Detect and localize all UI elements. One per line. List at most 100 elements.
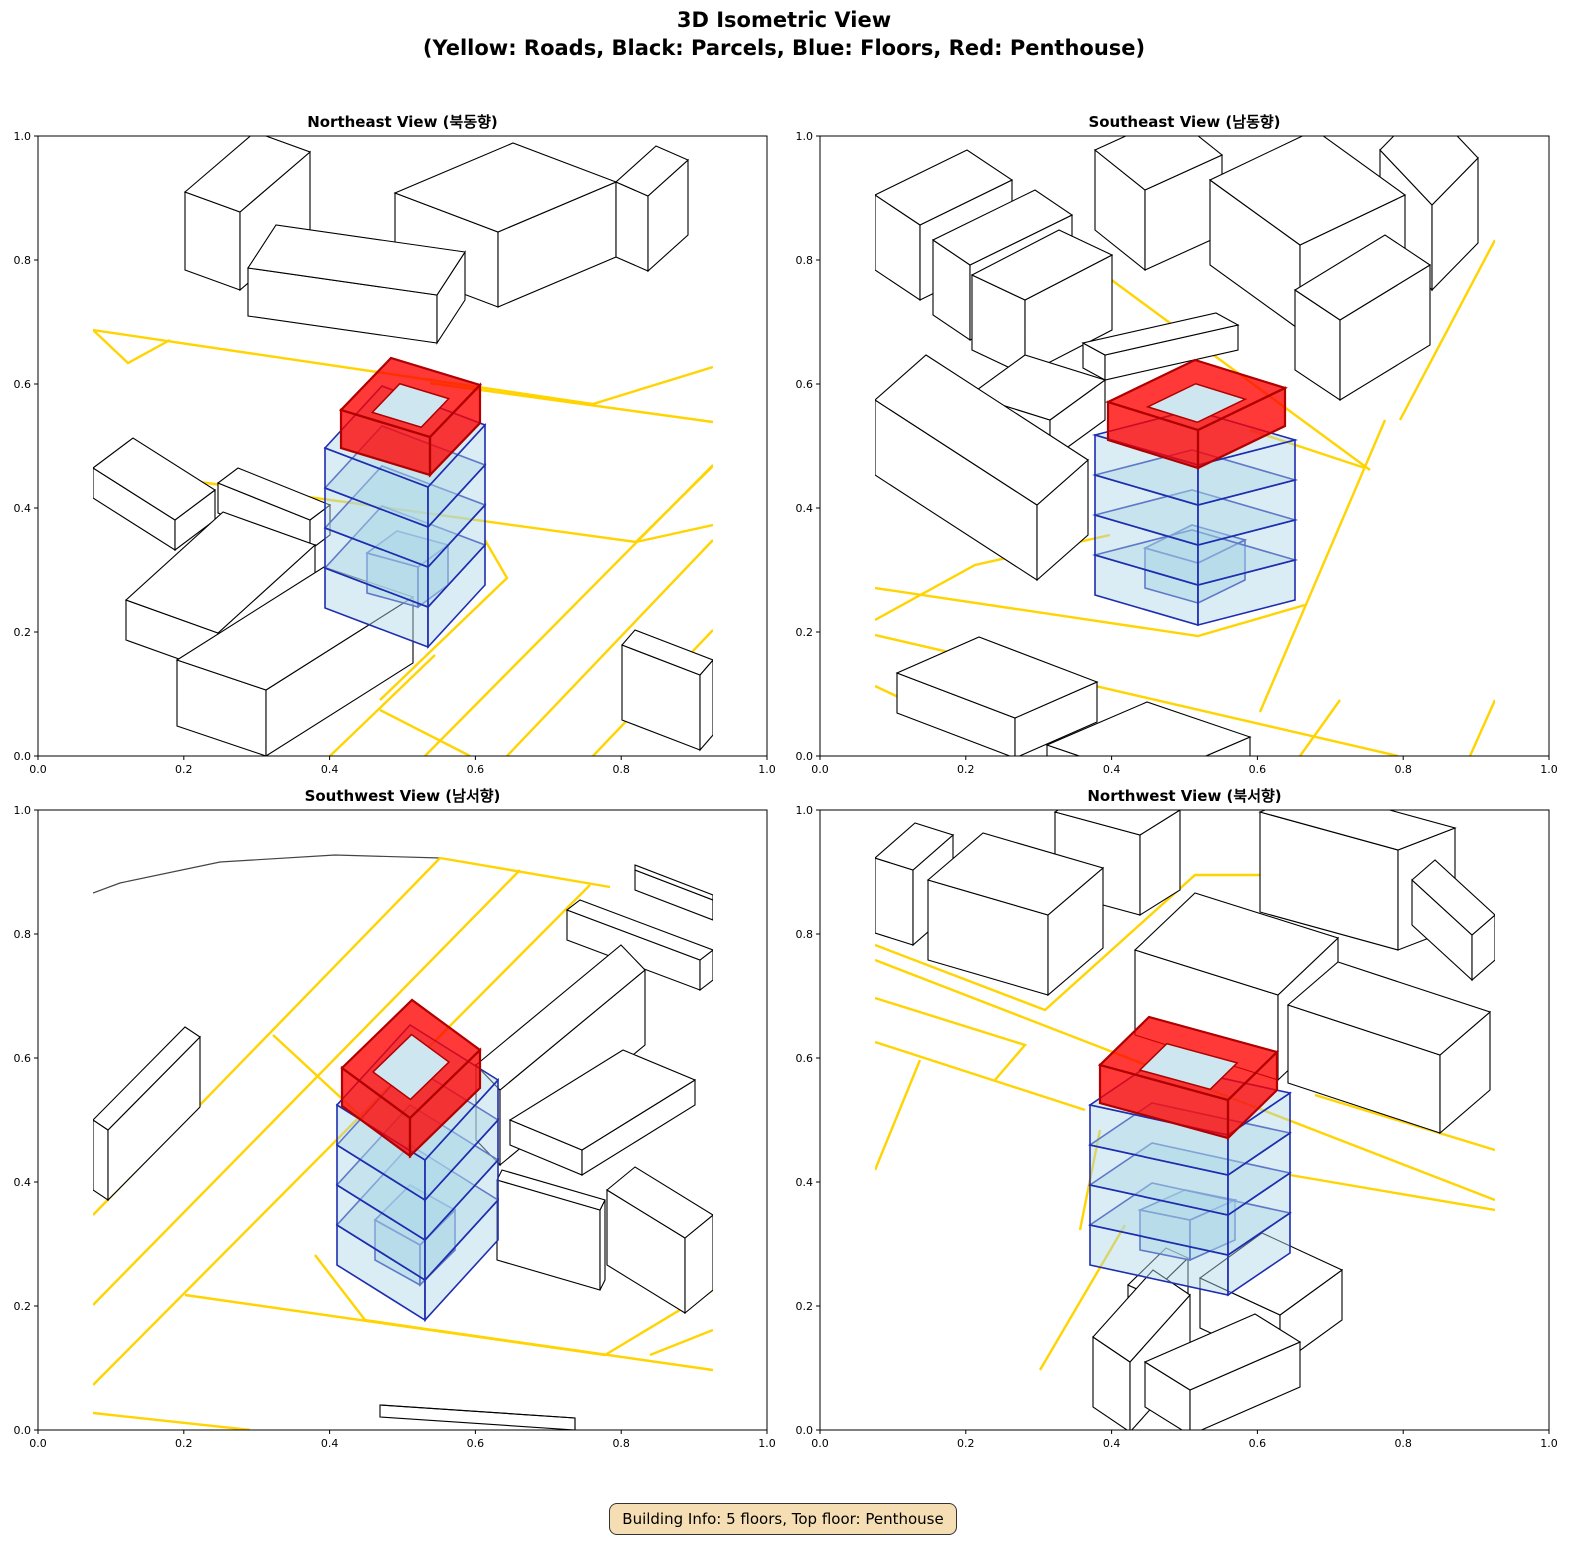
x-tick-label: 0.2 [175,763,193,776]
road-line [875,586,1306,638]
road-line [1398,239,1495,421]
parcel-building-top-face [875,822,955,871]
parcel-building-left-face [615,181,649,272]
parcel-building-top-face [1258,810,1457,851]
parcel-building-top-face [968,354,1107,421]
x-tick-label: 0.0 [29,1437,47,1450]
parcel-building-top-face [379,1404,576,1419]
road-line [314,1254,434,1332]
x-tick-label: 0.6 [467,763,485,776]
y-tick-label: 0.0 [796,1424,814,1437]
y-tick-label: 0.6 [14,378,32,391]
x-tick-label: 0.8 [1394,1437,1412,1450]
parcel-building-top-face [875,149,1014,226]
road-line [432,1328,713,1372]
x-tick-label: 0.6 [1249,763,1267,776]
parcel-building-top-face [93,1026,201,1131]
parcel-building-top-face [1045,701,1252,756]
parcel-building-top-face [1208,136,1407,246]
x-tick-label: 1.0 [1540,1437,1558,1450]
y-tick-label: 0.4 [796,502,814,515]
parcel-building-top-face [931,189,1074,266]
floor-1-top-face [1137,1189,1238,1221]
y-tick-label: 0.4 [14,1176,32,1189]
penthouse-courtyard [1145,382,1248,424]
x-tick-label: 0.4 [321,763,339,776]
building-info-box: Building Info: 5 floors, Top floor: Pent… [609,1503,957,1535]
road-line [1314,1093,1495,1152]
x-tick-label: 0.8 [612,763,630,776]
x-tick-label: 0.6 [467,1437,485,1450]
penthouse-courtyard [370,382,451,429]
parcel-building-top-face [875,354,1089,506]
parcel-building-top-face [496,1169,606,1211]
road-line [379,708,471,756]
road-line [93,869,521,1306]
subplot-3: Southwest View (남서향) 0.0 0.2 0.4 0.6 0.8 1.0 0.… [14,787,776,1450]
parcel-building-top-face [1081,312,1240,356]
y-tick-label: 0.4 [14,502,32,515]
subplot-title: Southwest View (남서향) [305,787,501,805]
road-line [875,996,1028,1081]
x-tick-label: 1.0 [758,1437,776,1450]
y-tick-label: 0.0 [14,1424,32,1437]
x-tick-label: 0.8 [1394,763,1412,776]
parcel-building-top-face [1379,136,1479,206]
y-tick-label: 0.8 [796,928,814,941]
parcel-building-top-face [475,944,646,1091]
parcel-building-top-face [508,1049,697,1151]
parcel-line [93,854,441,894]
x-tick-label: 0.2 [957,1437,975,1450]
x-tick-label: 0.0 [811,1437,829,1450]
parcel-building-top-face [970,229,1114,301]
parcel-building-top-face [93,437,216,521]
parcel-building-top-face [1053,810,1182,836]
y-tick-label: 0.4 [796,1176,814,1189]
road-line [1468,699,1495,756]
parcel-building-top-face [1093,136,1224,191]
y-tick-label: 1.0 [796,804,814,817]
road-line [1249,428,1366,470]
figure-title-line1: 3D Isometric View [677,8,891,32]
road-line [875,873,1260,1012]
axes-frame [37,809,768,1431]
y-tick-label: 1.0 [14,804,32,817]
road-line [506,539,713,756]
parcel-building-top-face [1411,859,1495,936]
parcel-building-top-face [895,636,1099,719]
parcel-building-top-face [1143,1313,1302,1391]
road-line [439,856,611,889]
parcel-building-left-face [93,1119,109,1202]
subplot-title: Southeast View (남동향) [1088,113,1280,131]
y-tick-label: 0.6 [14,1052,32,1065]
subplot-title: Northwest View (북서향) [1087,787,1281,805]
x-tick-label: 0.4 [321,1437,339,1450]
road-line [875,1059,922,1171]
parcel-building-top-face [606,1166,713,1239]
parcel-building-top-face [634,864,713,901]
road-line [649,1328,713,1357]
road-line [1097,269,1371,471]
road-line [875,1040,1086,1112]
road-line [635,523,713,544]
y-tick-label: 0.2 [796,626,814,639]
road-line [1289,1173,1495,1212]
y-tick-label: 0.0 [14,750,32,763]
y-tick-label: 0.8 [14,928,32,941]
road-line [379,539,509,701]
y-tick-label: 0.6 [796,378,814,391]
parcel-building-top-face [565,899,713,961]
parcel-building-right-face [599,1199,606,1291]
axes-frame [37,135,768,757]
axes-frame [819,135,1550,757]
x-tick-label: 0.2 [175,1437,193,1450]
penthouse-courtyard [1138,1042,1239,1091]
parcel-building-top-face [614,145,690,197]
y-tick-label: 0.2 [14,1300,32,1313]
x-tick-label: 0.2 [957,763,975,776]
parcel-building-top-face [621,629,713,676]
y-tick-label: 1.0 [14,130,32,143]
parcel-building-top-face [1198,1232,1344,1316]
